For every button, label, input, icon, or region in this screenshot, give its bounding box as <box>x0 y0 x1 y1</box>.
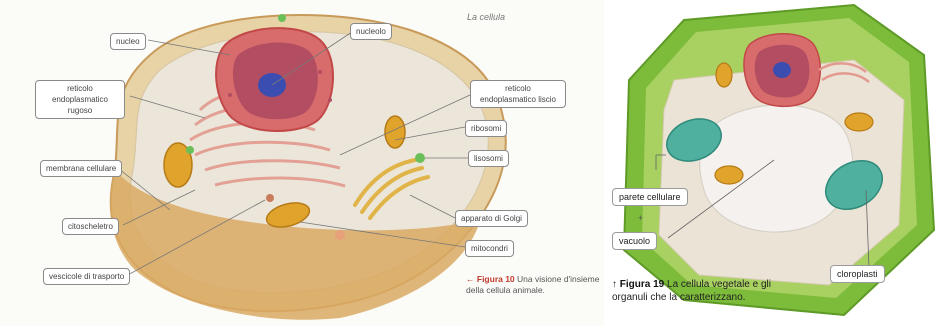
ribosome <box>318 70 322 74</box>
lysosome <box>186 146 194 154</box>
lysosome <box>278 14 286 22</box>
lysosome <box>415 153 425 163</box>
label-ribosomi: ribosomi <box>465 120 507 137</box>
mitochondrion <box>385 116 405 148</box>
caption-figure: Figura 10 <box>477 274 515 284</box>
label-plus: + <box>638 213 643 223</box>
plant-mitochondrion <box>845 113 873 131</box>
label-nucleo: nucleo <box>110 33 146 50</box>
plant-mitochondrion <box>715 166 743 184</box>
ribosome <box>328 98 332 102</box>
animal-cell-panel: La cellula nucleo nucleolo reticolo endo… <box>0 0 604 326</box>
label-nucleolo: nucleolo <box>350 23 392 40</box>
figure-10-caption: ← Figura 10 Una visione d'insieme della … <box>466 274 601 296</box>
label-citoscheletro: citoscheletro <box>62 218 119 235</box>
label-cloroplasti: cloroplasti <box>830 265 885 283</box>
plant-cell-panel: parete cellulare + vacuolo cloroplasti ↑… <box>604 0 941 326</box>
label-membrana: membrana cellulare <box>40 160 122 177</box>
label-ser: reticolo endoplasmatico liscio <box>470 80 566 108</box>
caption-arrow: ← <box>466 274 475 284</box>
transport-vesicle <box>266 194 274 202</box>
label-lisosomi: lisosomi <box>468 150 509 167</box>
plant-caption-arrow: ↑ <box>612 279 617 290</box>
page-header: La cellula <box>467 12 505 22</box>
label-rer: reticolo endoplasmatico rugoso <box>35 80 125 119</box>
label-mitocondri: mitocondri <box>465 240 514 257</box>
label-vescicole: vescicole di trasporto <box>43 268 130 285</box>
label-parete: parete cellulare <box>612 188 688 206</box>
ribosome <box>228 93 232 97</box>
nucleus <box>216 28 333 131</box>
figure-19-caption: ↑ Figura 19 La cellula vegetale e gli or… <box>612 278 787 304</box>
plant-mitochondrion <box>716 63 732 87</box>
label-vacuolo: vacuolo <box>612 232 657 250</box>
label-golgi: apparato di Golgi <box>455 210 528 227</box>
plant-nucleus <box>744 34 820 107</box>
transport-vesicle <box>335 230 345 240</box>
plant-caption-figure: Figura 19 <box>620 279 664 290</box>
